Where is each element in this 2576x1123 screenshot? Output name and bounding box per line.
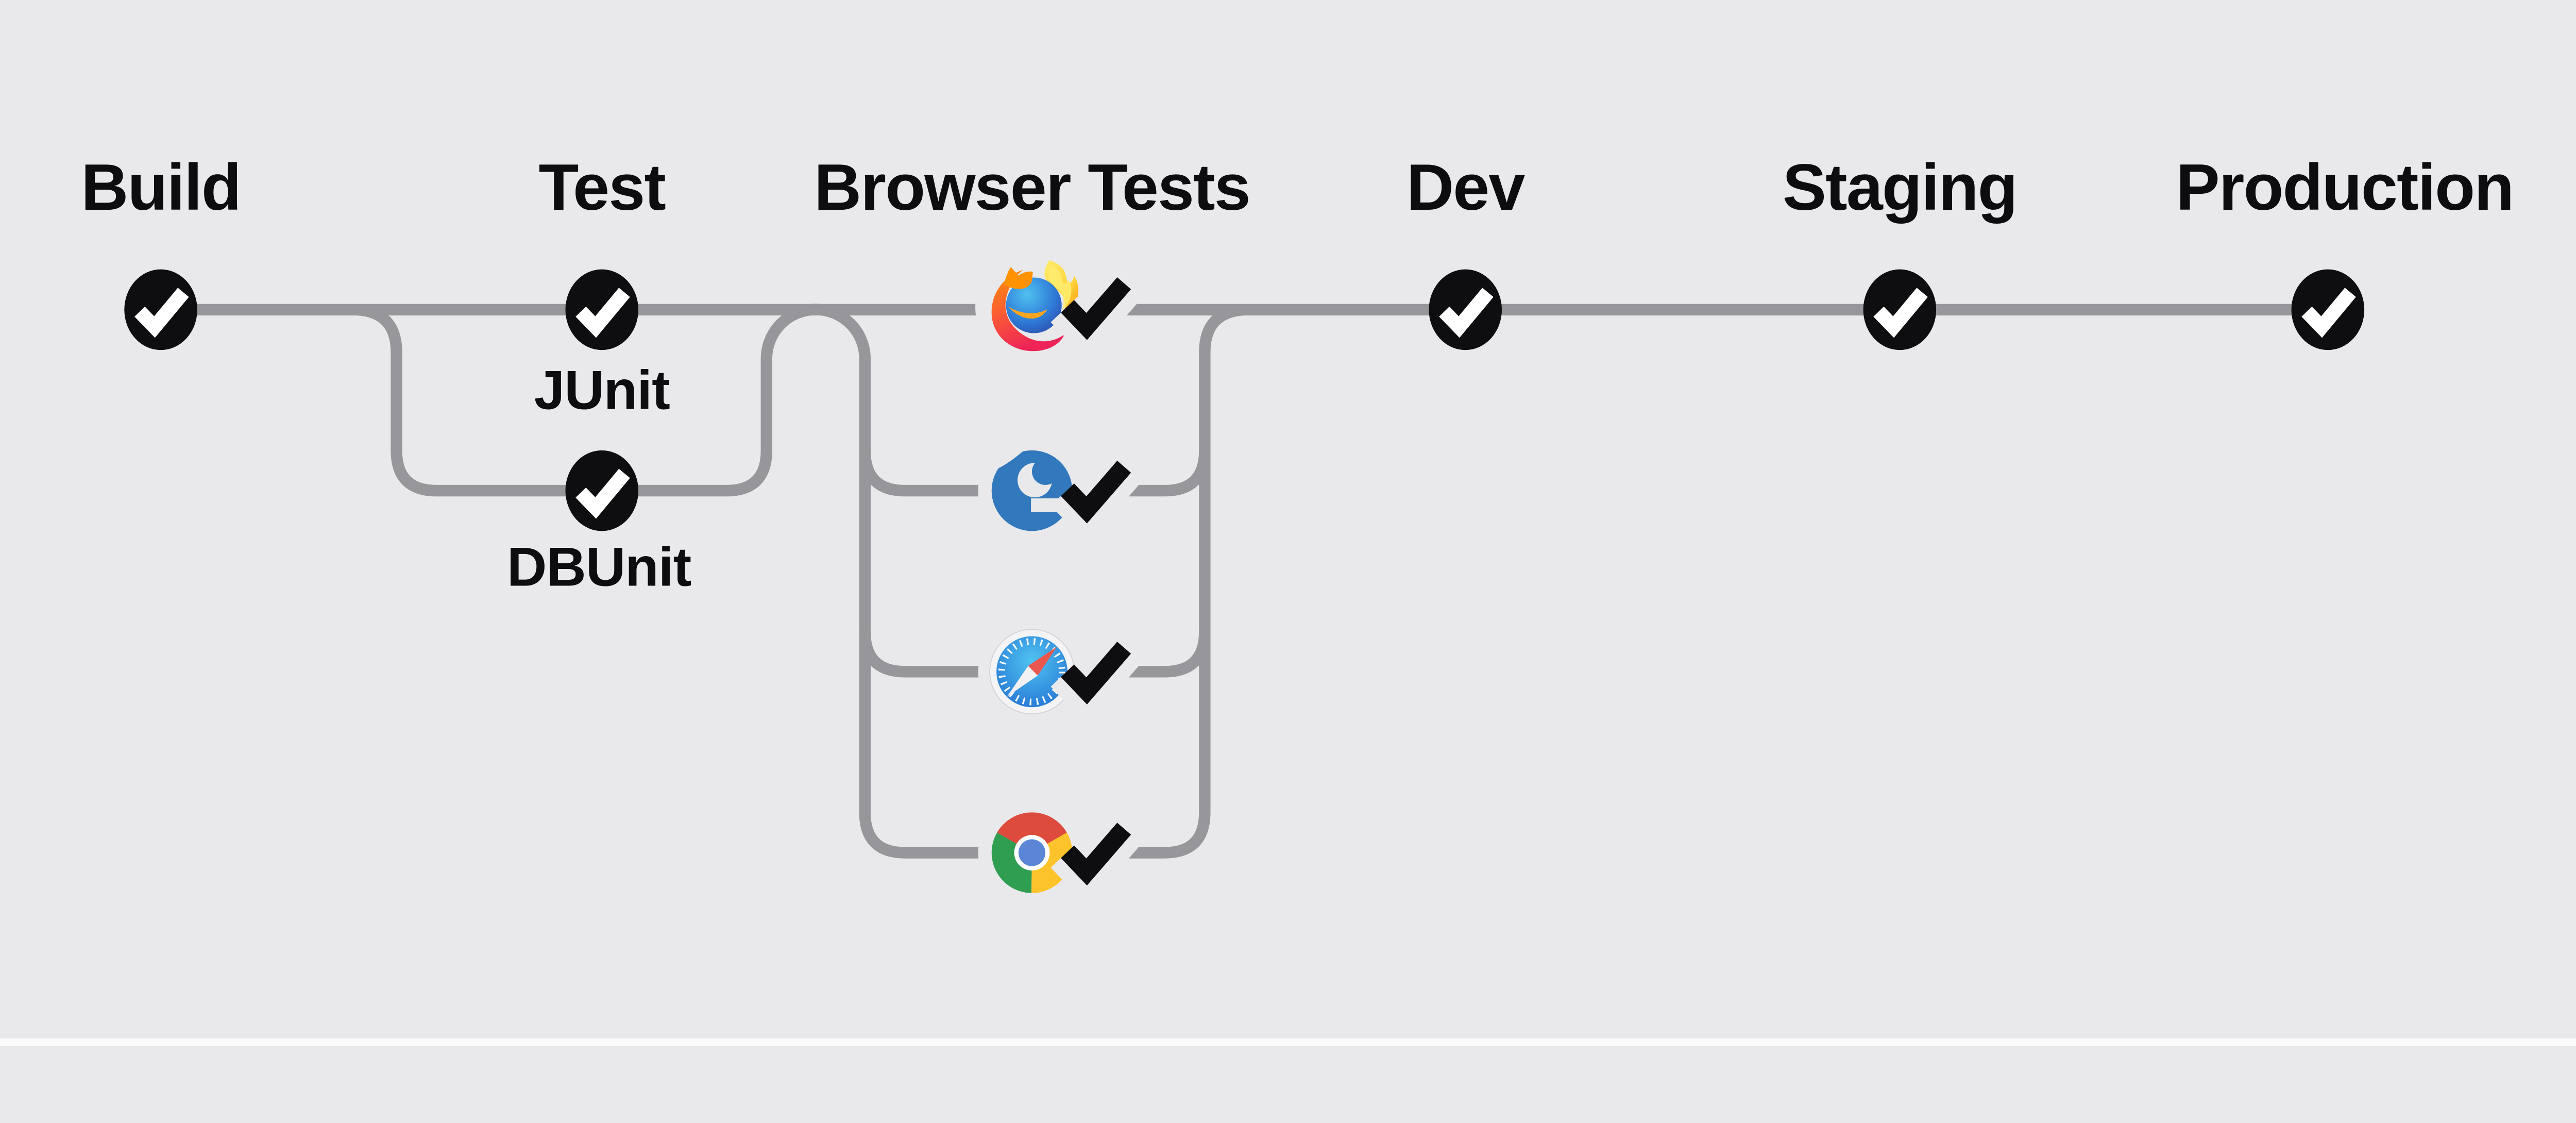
stage-node-build bbox=[124, 269, 197, 350]
firefox-icon bbox=[991, 260, 1079, 351]
firefox-check-icon bbox=[1061, 277, 1131, 340]
junit-label: JUnit bbox=[534, 359, 670, 421]
test-branch-and-chrome-fanout-line bbox=[355, 304, 1246, 859]
stage-node-dev bbox=[1429, 269, 1502, 350]
browser-row-safari bbox=[978, 617, 1142, 726]
firefox-fox-head bbox=[1004, 266, 1033, 289]
chrome-check-icon bbox=[1061, 823, 1131, 886]
check-icon bbox=[134, 288, 189, 338]
pipeline-diagram: Build Test Browser Tests Dev Staging Pro… bbox=[0, 0, 2576, 1046]
browser-row-firefox bbox=[975, 250, 1142, 364]
stage-label-browser-tests: Browser Tests bbox=[814, 150, 1250, 224]
check-icon bbox=[1873, 288, 1928, 338]
check-icon bbox=[575, 288, 630, 338]
stage-node-test bbox=[565, 269, 639, 350]
firefox-globe bbox=[1006, 277, 1062, 333]
check-icon bbox=[1439, 288, 1494, 338]
stage-label-test: Test bbox=[539, 150, 666, 224]
firefox-fox-body bbox=[991, 270, 1065, 351]
edge-check-icon bbox=[1061, 460, 1131, 524]
pipeline-diagram-wrap: Build Test Browser Tests Dev Staging Pro… bbox=[0, 0, 2576, 1046]
browser-row-chrome bbox=[978, 799, 1142, 907]
bottom-strip bbox=[0, 1038, 2576, 1046]
dbunit-label: DBUnit bbox=[507, 536, 691, 598]
stage-label-build: Build bbox=[81, 150, 241, 224]
firefox-flame-inner bbox=[1048, 265, 1072, 310]
stage-label-production: Production bbox=[2176, 150, 2514, 224]
browser-row-edge bbox=[978, 437, 1142, 545]
firefox-fox-arm bbox=[1008, 306, 1047, 319]
safari-needle-south bbox=[1007, 666, 1038, 697]
stage-node-production bbox=[2291, 269, 2365, 350]
stage-label-staging: Staging bbox=[1783, 150, 2017, 224]
safari-needle-north bbox=[1028, 646, 1057, 676]
background bbox=[0, 0, 2576, 1046]
check-icon bbox=[2301, 288, 2356, 338]
job-node-dbunit bbox=[565, 450, 639, 531]
stage-node-staging bbox=[1863, 269, 1937, 350]
safari-icon bbox=[989, 629, 1075, 715]
stage-label-dev: Dev bbox=[1406, 150, 1525, 224]
chrome-icon bbox=[991, 812, 1073, 893]
check-icon bbox=[575, 468, 630, 519]
safari-check-icon bbox=[1061, 642, 1131, 705]
